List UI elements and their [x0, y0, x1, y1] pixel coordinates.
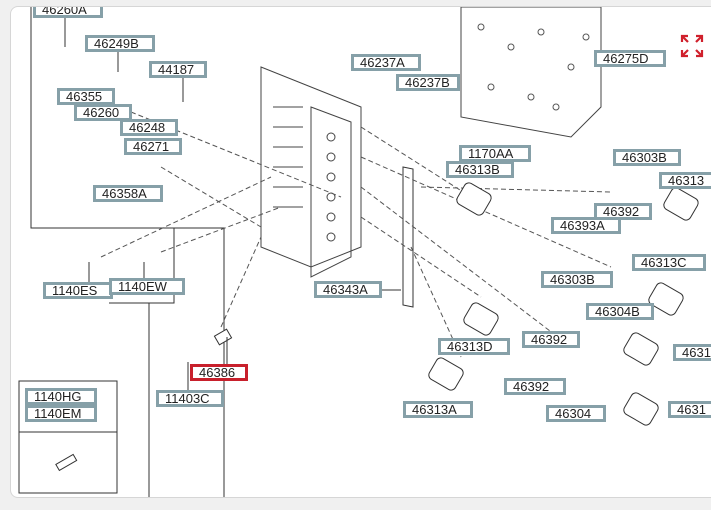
part-label-46249b[interactable]: 46249B [85, 35, 155, 52]
part-label-46392[interactable]: 46392 [594, 203, 652, 220]
part-label-46392[interactable]: 46392 [522, 331, 580, 348]
part-label-46358a[interactable]: 46358A [93, 185, 163, 202]
part-label-1140hg[interactable]: 1140HG [25, 388, 97, 405]
part-label-4631[interactable]: 4631 [668, 401, 711, 418]
legend-box [18, 380, 118, 494]
part-label-46313c[interactable]: 46313C [632, 254, 706, 271]
part-label-44187[interactable]: 44187 [149, 61, 207, 78]
part-label-46237a[interactable]: 46237A [351, 54, 421, 71]
solenoids [55, 182, 699, 472]
part-label-1170aa[interactable]: 1170AA [459, 145, 531, 162]
part-label-46248[interactable]: 46248 [120, 119, 178, 136]
group-frame [30, 7, 225, 497]
part-label-46393a[interactable]: 46393A [551, 217, 621, 234]
part-label-1140ew[interactable]: 1140EW [109, 278, 185, 295]
part-label-46303b[interactable]: 46303B [541, 271, 613, 288]
part-label-46237b[interactable]: 46237B [396, 74, 460, 91]
part-label-46275d[interactable]: 46275D [594, 50, 666, 67]
separator-plate [460, 7, 602, 138]
part-label-46304b[interactable]: 46304B [586, 303, 654, 320]
part-label-46343a[interactable]: 46343A [314, 281, 382, 298]
part-label-46313[interactable]: 46313 [659, 172, 711, 189]
exploded-parts-diagram [18, 7, 699, 497]
part-label-46392[interactable]: 46392 [504, 378, 566, 395]
part-label-11403c[interactable]: 11403C [156, 390, 224, 407]
part-label-46313d[interactable]: 46313D [438, 338, 510, 355]
part-label-46355[interactable]: 46355 [57, 88, 115, 105]
part-label-46303b[interactable]: 46303B [613, 149, 681, 166]
part-label-46260[interactable]: 46260 [74, 104, 132, 121]
part-label-46304[interactable]: 46304 [546, 405, 606, 422]
part-label-46271[interactable]: 46271 [124, 138, 182, 155]
valve-body [260, 66, 362, 278]
part-label-46313a[interactable]: 46313A [403, 401, 473, 418]
part-label-4631[interactable]: 4631 [673, 344, 711, 361]
expand-arrows-icon[interactable] [680, 34, 704, 58]
part-label-46313b[interactable]: 46313B [446, 161, 514, 178]
gasket-strip [402, 166, 414, 308]
part-label-46260a[interactable]: 46260A [33, 7, 103, 18]
part-label-46386-selected[interactable]: 46386 [190, 364, 248, 381]
part-label-1140em[interactable]: 1140EM [25, 405, 97, 422]
part-label-1140es[interactable]: 1140ES [43, 282, 113, 299]
